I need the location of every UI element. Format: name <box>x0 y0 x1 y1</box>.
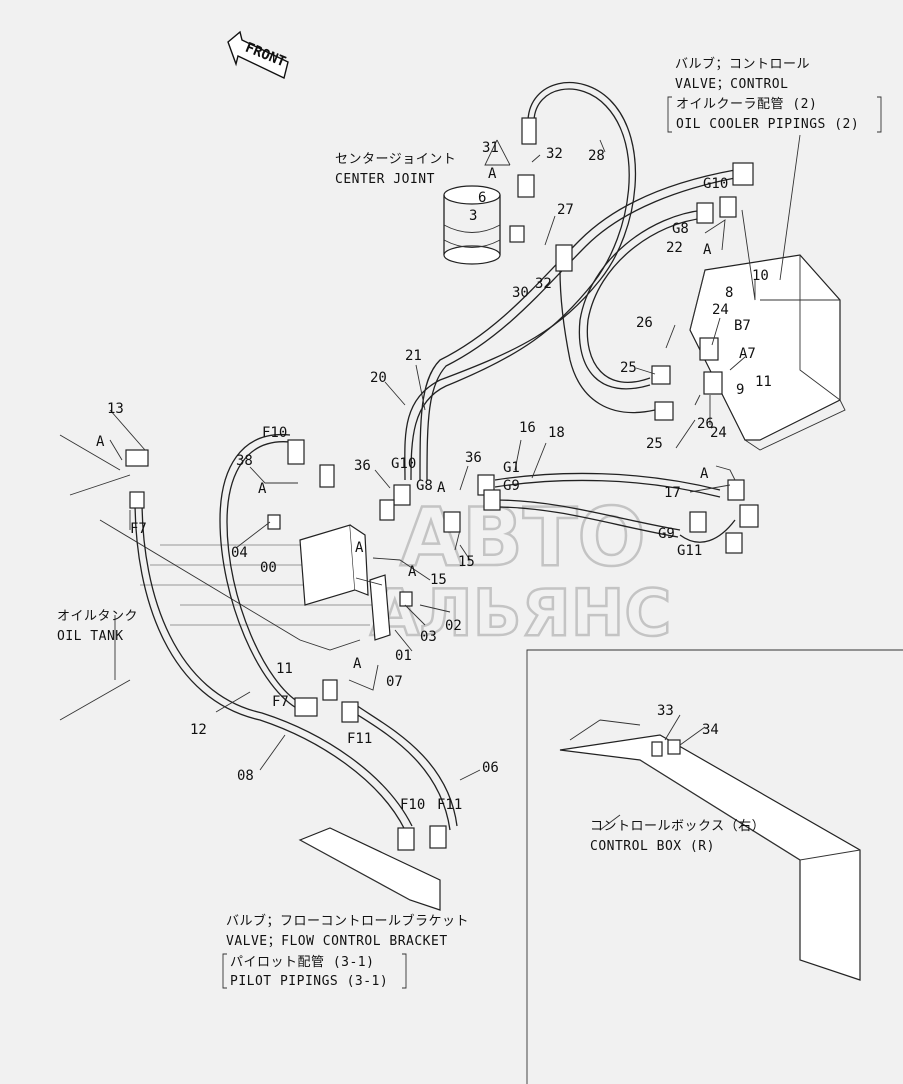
control-valve-caption-en: VALVE；CONTROL <box>675 77 788 92</box>
flow-control-valve <box>299 524 391 641</box>
hoses <box>134 81 736 831</box>
part-label: 15 <box>430 572 447 588</box>
part-label: A <box>703 242 712 258</box>
pilot-caption-jp: パイロット配管 (3-1) <box>230 955 374 970</box>
part-label: 3 <box>469 208 477 224</box>
part-label: G1 <box>503 460 520 476</box>
part-label: 11 <box>755 374 772 390</box>
part-label: 15 <box>458 554 475 570</box>
part-label: 20 <box>370 370 387 386</box>
part-label: 25 <box>646 436 663 452</box>
part-label: 24 <box>710 425 727 441</box>
part-label: 12 <box>190 722 207 738</box>
oil-cooler-caption-jp: オイルクーラ配管 (2) <box>676 97 817 112</box>
part-label: G11 <box>677 543 702 559</box>
part-label: F11 <box>347 731 372 747</box>
part-label: G9 <box>503 478 520 494</box>
watermark-stripes <box>140 544 380 626</box>
part-label: 26 <box>697 416 714 432</box>
part-label: 21 <box>405 348 422 364</box>
part-label: 25 <box>620 360 637 376</box>
part-label: 10 <box>752 268 769 284</box>
part-label: F7 <box>130 521 147 537</box>
part-label: G8 <box>672 221 689 237</box>
part-label: 08 <box>237 768 254 784</box>
part-label: 24 <box>712 302 729 318</box>
part-label: 11 <box>276 661 293 677</box>
fittings <box>125 117 759 851</box>
part-label: G8 <box>416 478 433 494</box>
center-joint <box>443 185 501 265</box>
part-label: A <box>408 564 417 580</box>
part-label: A7 <box>739 346 756 362</box>
part-label: 17 <box>664 485 681 501</box>
control-valve-caption-jp: バルブ；コントロール <box>675 56 810 72</box>
part-label: 38 <box>236 453 253 469</box>
part-label: 8 <box>725 285 733 301</box>
part-label: 32 <box>546 146 563 162</box>
part-label: 31 <box>482 140 499 156</box>
pilot-caption-en: PILOT PIPINGS (3-1) <box>230 974 388 989</box>
part-label: A <box>437 480 446 496</box>
part-label: 28 <box>588 148 605 164</box>
part-label: 04 <box>231 545 248 561</box>
oil-cooler-caption-en: OIL COOLER PIPINGS (2) <box>676 117 859 132</box>
part-labels: 31 32 28 A 6 3 27 G10 G8 22 A 30 32 8 10… <box>96 140 772 813</box>
part-label: A <box>353 656 362 672</box>
part-label: A <box>700 466 709 482</box>
oil-tank-caption-en: OIL TANK <box>57 629 124 644</box>
center-joint-caption-en: CENTER JOINT <box>335 172 435 187</box>
part-label: G10 <box>391 456 416 472</box>
oil-tank-caption-jp: オイルタンク <box>57 609 138 624</box>
part-label: 07 <box>386 674 403 690</box>
part-label: 6 <box>478 190 486 206</box>
part-label: B7 <box>734 318 751 334</box>
part-label: 22 <box>666 240 683 256</box>
part-label: F7 <box>272 694 289 710</box>
part-label: 36 <box>465 450 482 466</box>
part-label: 03 <box>420 629 437 645</box>
control-box-caption-en: CONTROL BOX (R) <box>590 839 715 854</box>
part-label: 18 <box>548 425 565 441</box>
part-label: G9 <box>658 526 675 542</box>
part-label: 13 <box>107 401 124 417</box>
captions: バルブ；コントロール VALVE；CONTROL オイルクーラ配管 (2) OI… <box>57 56 882 989</box>
watermark-line2: АЛЬЯНС <box>370 577 671 651</box>
part-label: A <box>355 540 364 556</box>
part-label: A <box>258 481 267 497</box>
watermark-line1: АВТО <box>400 491 645 584</box>
part-label: G10 <box>703 176 728 192</box>
control-box-inset <box>526 649 903 1084</box>
part-label: 32 <box>535 276 552 292</box>
flow-bracket-caption-jp: バルブ；フローコントロールブラケット <box>226 913 469 929</box>
part-label: F10 <box>262 425 287 441</box>
part-label: 36 <box>354 458 371 474</box>
part-label: 01 <box>395 648 412 664</box>
part-label: 26 <box>636 315 653 331</box>
part-label: 34 <box>702 722 719 738</box>
control-valve <box>689 254 846 451</box>
flow-bracket-plate <box>298 827 441 911</box>
part-label: 02 <box>445 618 462 634</box>
front-arrow: FRONT <box>227 30 289 80</box>
part-label: 33 <box>657 703 674 719</box>
part-label: A <box>488 166 497 182</box>
part-label: 9 <box>736 382 744 398</box>
oil-tank-outline <box>59 434 361 721</box>
center-joint-caption-jp: センタージョイント <box>335 152 456 167</box>
part-label: 16 <box>519 420 536 436</box>
part-label: 27 <box>557 202 574 218</box>
part-label: 00 <box>260 560 277 576</box>
flow-bracket-caption-en: VALVE；FLOW CONTROL BRACKET <box>226 934 448 949</box>
part-label: A <box>96 434 105 450</box>
leader-lines <box>109 134 801 831</box>
control-box-caption-jp: コントロールボックス（右） <box>590 819 765 834</box>
part-label: F10 <box>400 797 425 813</box>
part-label: 06 <box>482 760 499 776</box>
part-label: F11 <box>437 797 462 813</box>
watermark: АВТО АЛЬЯНС <box>140 490 673 652</box>
part-label: 30 <box>512 285 529 301</box>
